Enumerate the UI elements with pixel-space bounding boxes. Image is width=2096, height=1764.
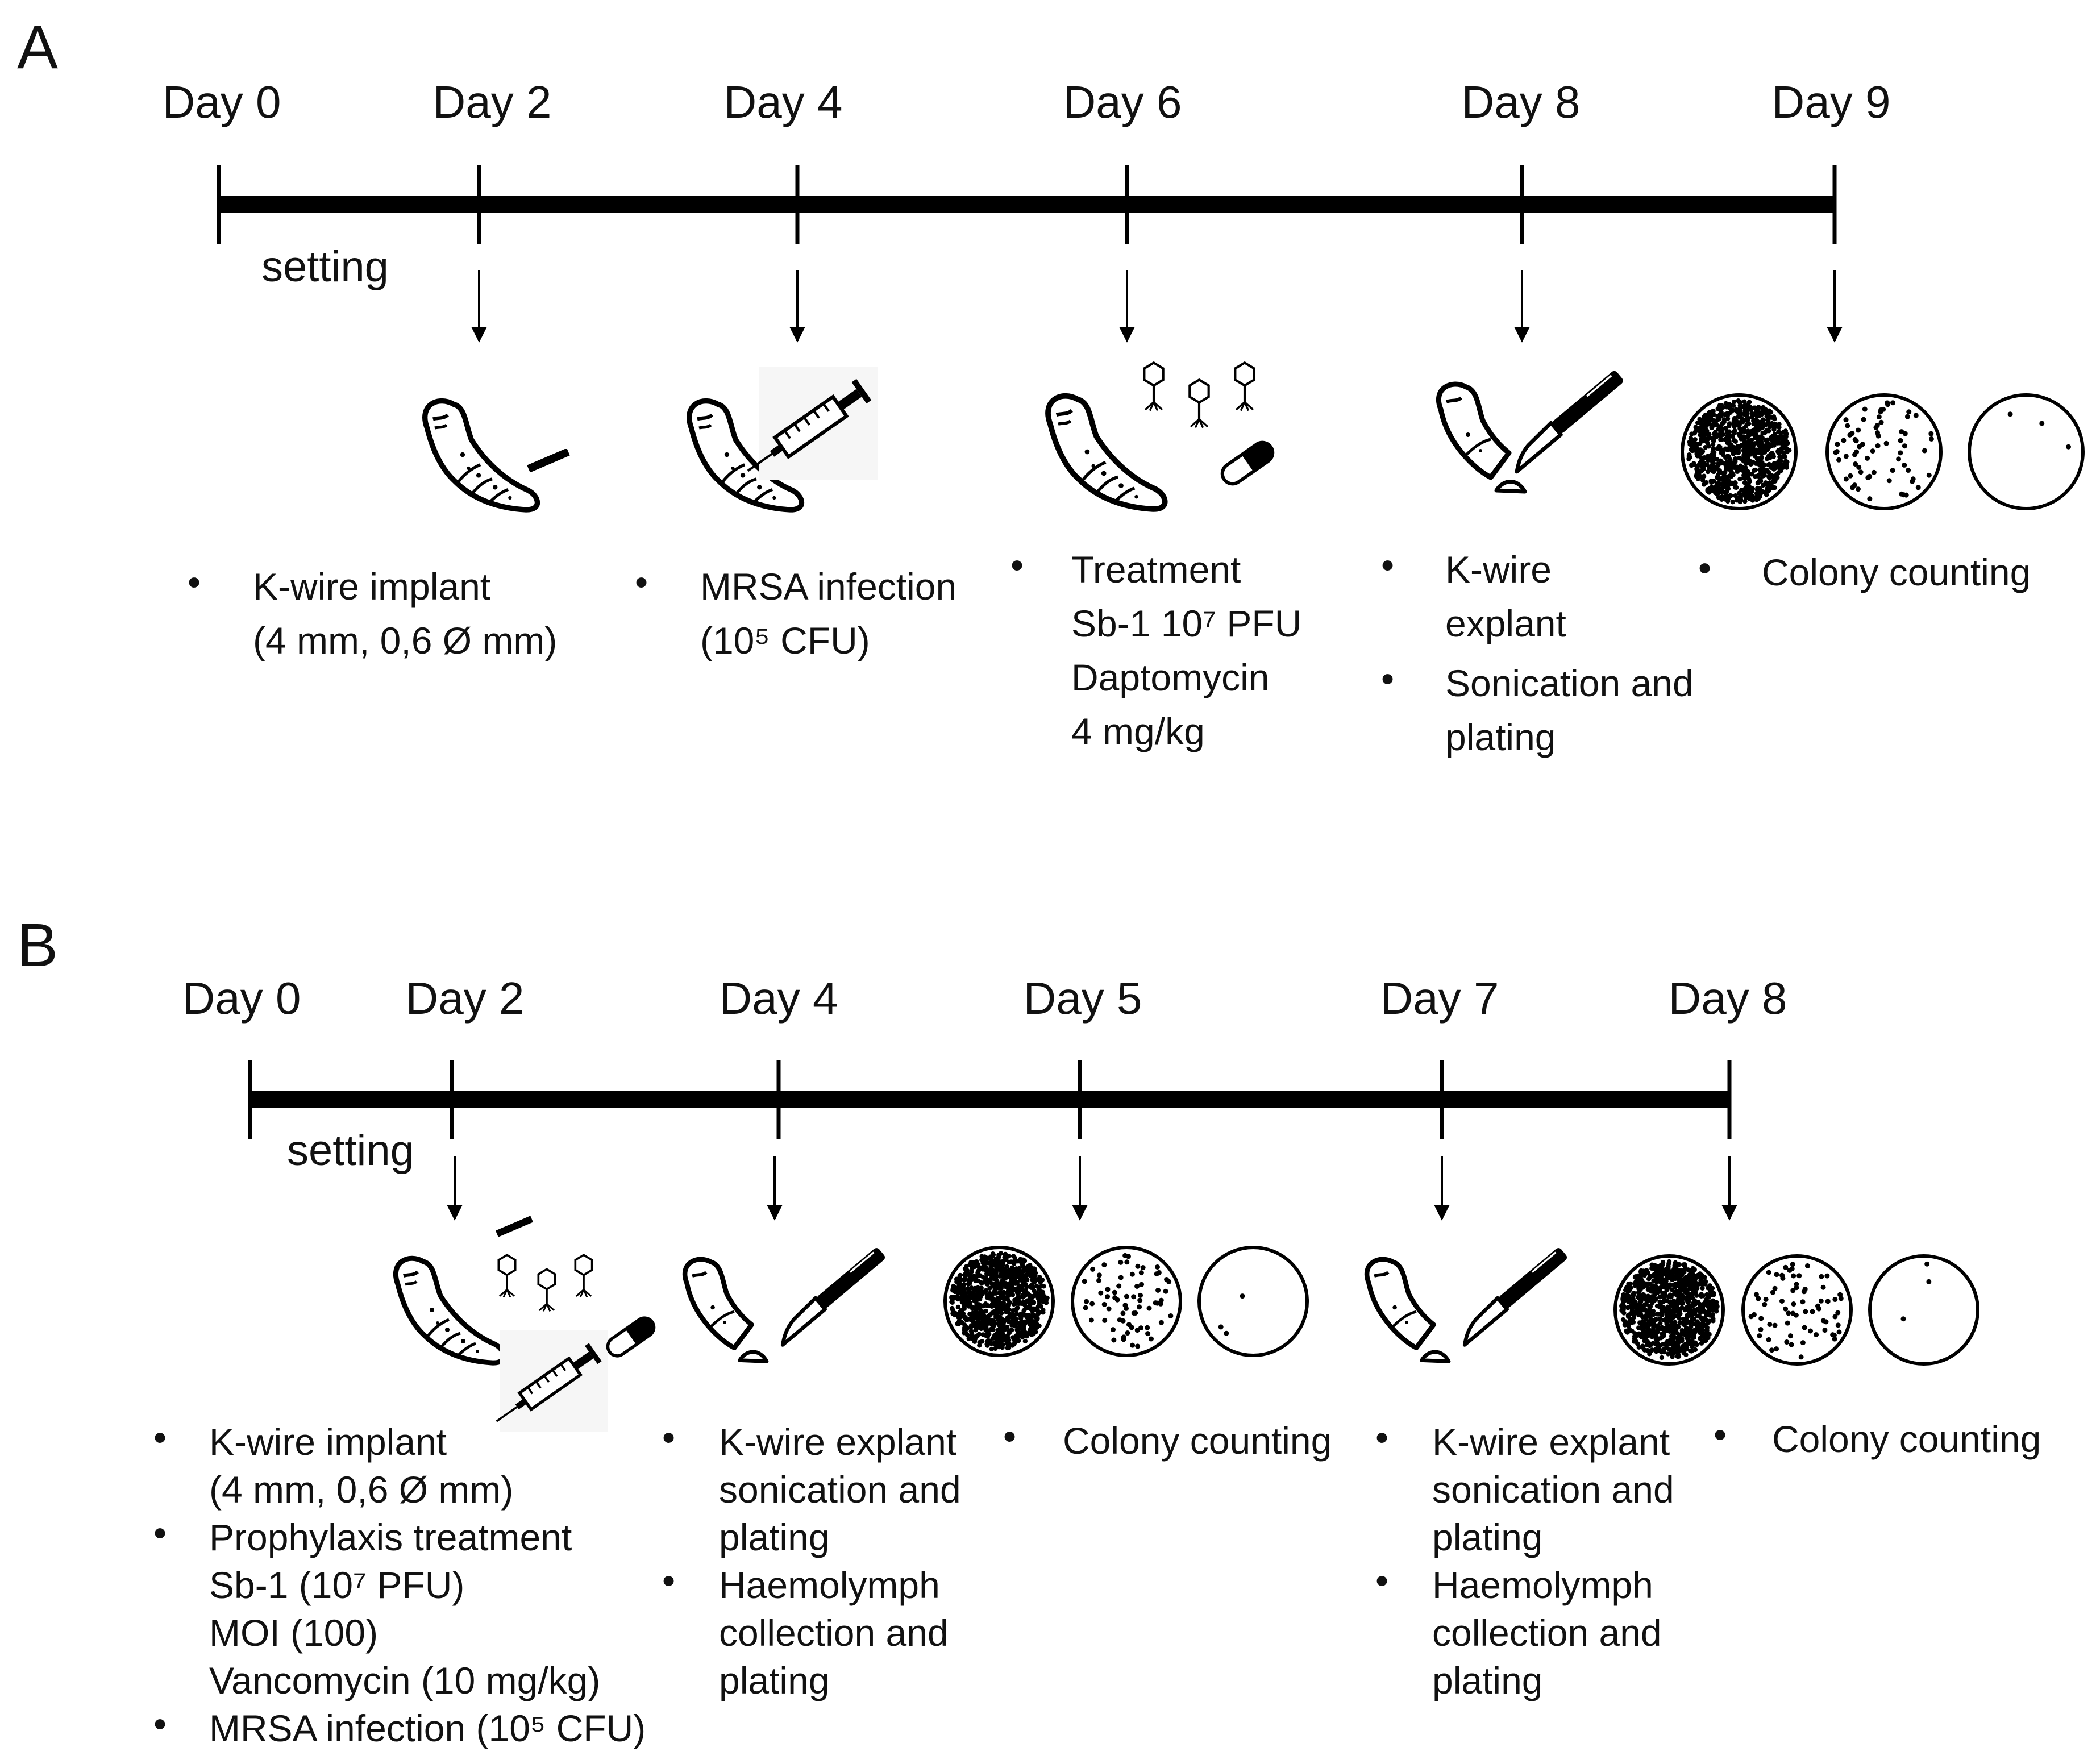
day-label: Day 2 bbox=[433, 77, 552, 127]
petri-dish-dense-icon bbox=[1681, 393, 1798, 510]
step-text-line: Haemolymph bbox=[719, 1564, 940, 1606]
kwire-icon bbox=[529, 452, 568, 469]
step-text-line: K-wire implant bbox=[253, 565, 490, 608]
step-text-line: plating bbox=[1432, 1516, 1543, 1558]
step-text-line: explant bbox=[1445, 602, 1566, 644]
day-label: Day 9 bbox=[1772, 77, 1891, 127]
petri-dish-medium-icon bbox=[1825, 393, 1943, 510]
step-text-line: sonication and bbox=[719, 1468, 961, 1511]
bullet-icon: • bbox=[1003, 1415, 1016, 1457]
step-text-line: (4 mm, 0,6 Ø mm) bbox=[253, 619, 557, 662]
larva-cut-icon bbox=[685, 1259, 767, 1362]
petri-dish-dense-icon bbox=[1613, 1254, 1725, 1366]
phage-icon bbox=[1144, 363, 1163, 410]
bullet-icon: • bbox=[1375, 1559, 1388, 1601]
step-text-line: Sb-1 10⁷ PFU bbox=[1071, 602, 1301, 644]
bullet-icon: • bbox=[153, 1703, 167, 1745]
day-label: Day 0 bbox=[163, 77, 281, 127]
step-text-line: K-wire explant bbox=[719, 1421, 956, 1463]
bullet-icon: • bbox=[1698, 547, 1711, 589]
step-text-line: (10⁵ CFU) bbox=[700, 619, 870, 662]
bullet-icon: • bbox=[1375, 1416, 1388, 1458]
petri-dish-medium-icon bbox=[1741, 1254, 1853, 1366]
day-label: Day 4 bbox=[720, 973, 838, 1024]
step-text-line: plating bbox=[719, 1659, 830, 1701]
bullet-icon: • bbox=[1714, 1413, 1727, 1455]
larva-icon bbox=[425, 401, 538, 510]
step-text-line: (4 mm, 0,6 Ø mm) bbox=[209, 1468, 513, 1511]
scalpel-icon bbox=[1455, 1246, 1568, 1345]
day-label: Day 6 bbox=[1063, 77, 1182, 127]
larva-icon bbox=[396, 1258, 504, 1363]
step-text-line: collection and bbox=[719, 1612, 949, 1654]
step-text-line: Colony counting bbox=[1762, 551, 2031, 593]
step-text-line: Treatment bbox=[1071, 548, 1241, 590]
day-label: Day 5 bbox=[1024, 973, 1142, 1024]
bullet-icon: • bbox=[1381, 544, 1394, 586]
day-label: Day 8 bbox=[1669, 973, 1787, 1024]
larva-cut-icon bbox=[1367, 1259, 1449, 1362]
phage-icon bbox=[498, 1255, 515, 1297]
scalpel-icon bbox=[1507, 369, 1625, 472]
step-text-line: K-wire implant bbox=[209, 1421, 447, 1463]
step-text-line: Daptomycin bbox=[1071, 656, 1269, 698]
bullet-icon: • bbox=[662, 1416, 675, 1458]
day-label: Day 4 bbox=[724, 77, 843, 127]
scalpel-icon bbox=[773, 1246, 886, 1345]
petri-dish-sparse-icon bbox=[1968, 393, 2085, 510]
phage-icon bbox=[1235, 363, 1254, 410]
setting-label: setting bbox=[287, 1126, 414, 1175]
panel-letter: B bbox=[17, 910, 58, 979]
panel-letter: A bbox=[17, 13, 58, 81]
step-text-line: sonication and bbox=[1432, 1468, 1674, 1511]
step-text-line: Vancomycin (10 mg/kg) bbox=[209, 1659, 600, 1701]
step-text-line: Sonication and bbox=[1445, 662, 1694, 704]
step-text-line: plating bbox=[1445, 716, 1556, 758]
step-text-line: K-wire explant bbox=[1432, 1421, 1670, 1463]
step-text-line: plating bbox=[719, 1516, 830, 1558]
step-text-line: Haemolymph bbox=[1432, 1564, 1653, 1606]
capsule-icon bbox=[1218, 439, 1277, 488]
petri-dish-medium-icon bbox=[1071, 1246, 1182, 1357]
day-label: Day 2 bbox=[406, 973, 525, 1024]
step-text-line: Sb-1 (10⁷ PFU) bbox=[209, 1564, 464, 1606]
bullet-icon: • bbox=[188, 561, 201, 603]
phage-icon bbox=[538, 1269, 555, 1311]
day-label: Day 8 bbox=[1462, 77, 1581, 127]
step-text-line: plating bbox=[1432, 1659, 1543, 1701]
phage-icon bbox=[575, 1255, 592, 1297]
day-label: Day 7 bbox=[1380, 973, 1499, 1024]
bullet-icon: • bbox=[662, 1559, 675, 1601]
petri-dish-sparse-icon bbox=[1197, 1246, 1309, 1357]
step-text-line: 4 mg/kg bbox=[1071, 710, 1205, 752]
phage-icon bbox=[1190, 380, 1208, 427]
capsule-icon bbox=[604, 1314, 658, 1360]
step-text-line: Colony counting bbox=[1063, 1420, 1332, 1462]
step-text-line: Prophylaxis treatment bbox=[209, 1516, 572, 1558]
larva-cut-icon bbox=[1438, 384, 1525, 492]
bullet-icon: • bbox=[153, 1512, 167, 1554]
step-text-line: Colony counting bbox=[1772, 1418, 2041, 1460]
petri-dish-sparse-icon bbox=[1868, 1254, 1979, 1366]
kwire-icon bbox=[497, 1219, 531, 1234]
step-text-line: MRSA infection bbox=[700, 565, 956, 608]
bullet-icon: • bbox=[1010, 544, 1024, 586]
step-text-line: K-wire bbox=[1445, 548, 1552, 590]
step-text-line: MRSA infection (10⁵ CFU) bbox=[209, 1707, 646, 1749]
bullet-icon: • bbox=[635, 561, 648, 603]
setting-label: setting bbox=[261, 243, 389, 291]
step-text-line: MOI (100) bbox=[209, 1612, 378, 1654]
petri-dish-dense-icon bbox=[943, 1246, 1055, 1357]
bullet-icon: • bbox=[1381, 658, 1394, 700]
bullet-icon: • bbox=[153, 1416, 167, 1458]
larva-icon bbox=[1048, 396, 1165, 509]
day-label: Day 0 bbox=[182, 973, 301, 1024]
step-text-line: collection and bbox=[1432, 1612, 1662, 1654]
